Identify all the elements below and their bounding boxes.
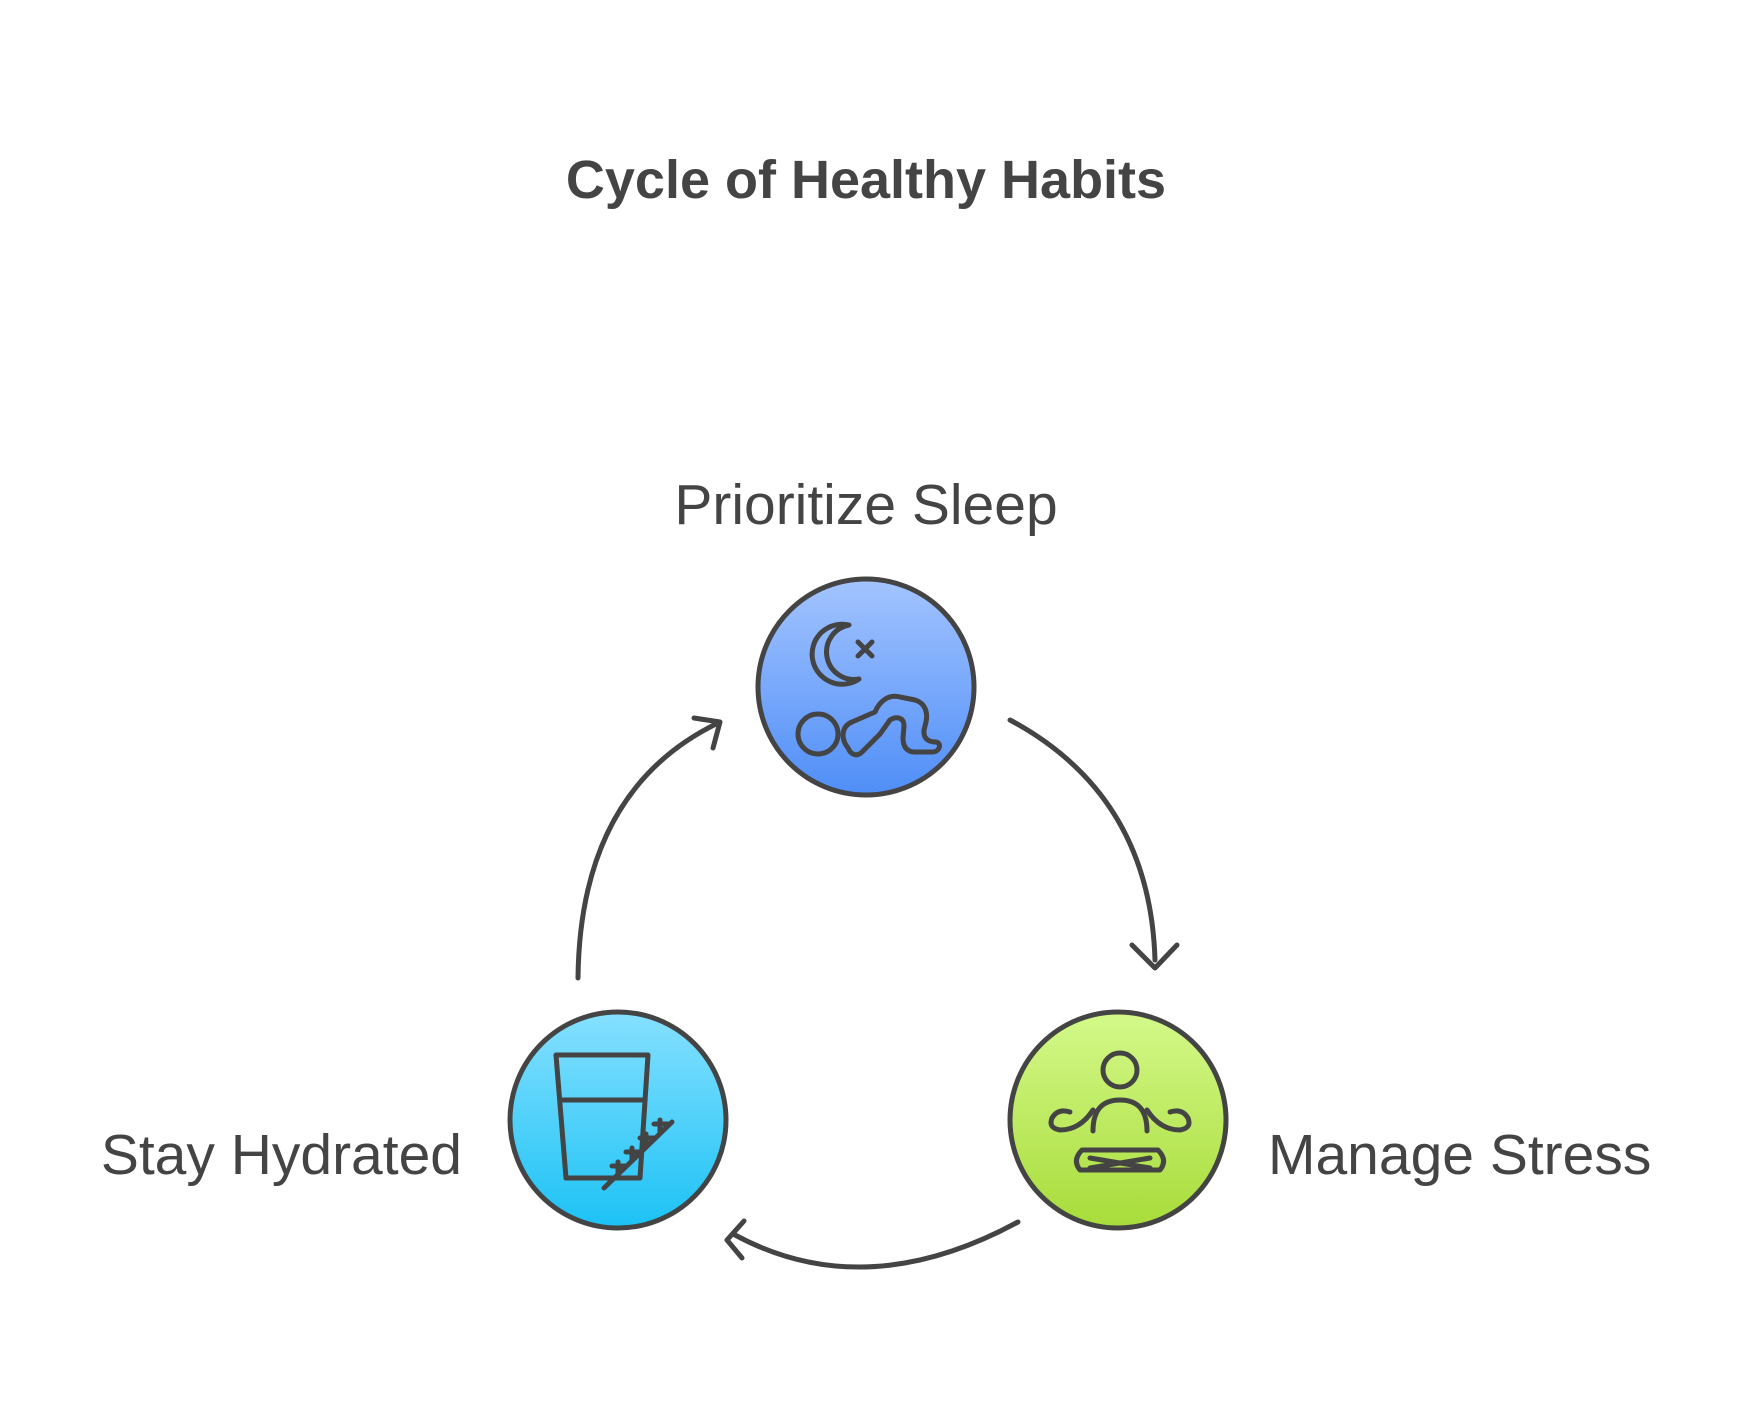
arrow-hydrated-to-sleep xyxy=(575,720,721,981)
diagram-title: Cycle of Healthy Habits xyxy=(565,150,1167,210)
water-glass-icon xyxy=(553,1052,675,1191)
node-manage-stress xyxy=(1007,1009,1229,1231)
node-label-manage-stress: Manage Stress xyxy=(1268,1123,1652,1187)
node-prioritize-sleep xyxy=(755,576,977,798)
arrowhead-hydrated-to-sleep xyxy=(691,715,723,751)
node-stay-hydrated xyxy=(507,1009,729,1231)
node-label-prioritize-sleep: Prioritize Sleep xyxy=(674,473,1058,537)
arrow-sleep-to-stress xyxy=(1007,717,1158,963)
arrow-stress-to-hydrated xyxy=(732,1219,1021,1270)
meditation-icon xyxy=(1048,1050,1192,1173)
arrowhead-sleep-to-stress xyxy=(1129,942,1180,971)
arrowhead-stress-to-hydrated xyxy=(724,1218,747,1261)
node-label-stay-hydrated: Stay Hydrated xyxy=(100,1123,462,1187)
moon-sleep-icon xyxy=(795,621,942,758)
